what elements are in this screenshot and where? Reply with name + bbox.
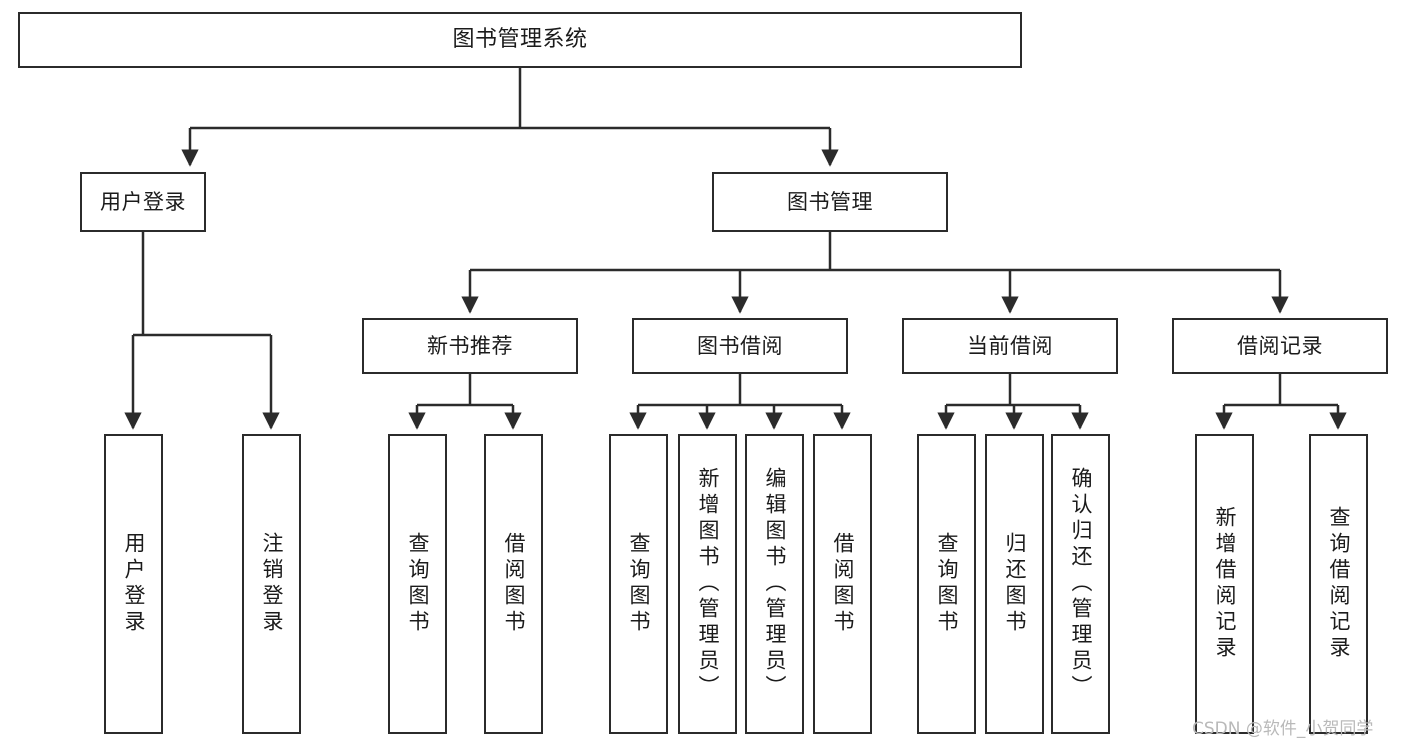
node-label: 查询图书 [406,532,430,636]
node-label: 用户登录 [100,189,186,214]
leaf-user-login[interactable]: 用户登录 [104,434,163,734]
node-label: 借阅图书 [831,532,855,636]
node-root-system[interactable]: 图书管理系统 [18,12,1022,68]
node-label: 当前借阅 [967,333,1053,358]
node-label: 图书管理 [787,189,873,214]
node-label: 借阅图书 [502,532,526,636]
node-new-book-recommendation[interactable]: 新书推荐 [362,318,578,374]
leaf-add-borrow-record[interactable]: 新增借阅记录 [1195,434,1254,734]
node-book-borrow[interactable]: 图书借阅 [632,318,848,374]
node-label: 归还图书 [1003,532,1027,636]
node-label: 新增借阅记录 [1213,506,1237,662]
leaf-borrow-book[interactable]: 借阅图书 [813,434,872,734]
leaf-query-book-current[interactable]: 查询图书 [917,434,976,734]
leaf-query-borrow-record[interactable]: 查询借阅记录 [1309,434,1368,734]
node-label: 编辑图书（管理员） [763,467,787,701]
leaf-logout[interactable]: 注销登录 [242,434,301,734]
node-label: 图书借阅 [697,333,783,358]
leaf-confirm-return-admin[interactable]: 确认归还（管理员） [1051,434,1110,734]
node-current-borrow[interactable]: 当前借阅 [902,318,1118,374]
csdn-watermark: CSDN @软件_小贺同学 [1192,719,1374,739]
leaf-query-book-recommendation[interactable]: 查询图书 [388,434,447,734]
node-label: 查询借阅记录 [1327,506,1351,662]
leaf-borrow-book-recommendation[interactable]: 借阅图书 [484,434,543,734]
node-label: 新增图书（管理员） [696,467,720,701]
node-borrow-records[interactable]: 借阅记录 [1172,318,1388,374]
node-label: 注销登录 [260,532,284,636]
leaf-query-book-borrow[interactable]: 查询图书 [609,434,668,734]
node-label: 借阅记录 [1237,333,1323,358]
node-user-login[interactable]: 用户登录 [80,172,206,232]
leaf-edit-book-admin[interactable]: 编辑图书（管理员） [745,434,804,734]
node-label: 新书推荐 [427,333,513,358]
node-book-management[interactable]: 图书管理 [712,172,948,232]
leaf-return-book[interactable]: 归还图书 [985,434,1044,734]
node-label: 查询图书 [627,532,651,636]
leaf-add-book-admin[interactable]: 新增图书（管理员） [678,434,737,734]
node-label: 查询图书 [935,532,959,636]
node-label: 图书管理系统 [452,27,588,53]
node-label: 用户登录 [122,532,146,636]
node-label: 确认归还（管理员） [1069,467,1093,701]
